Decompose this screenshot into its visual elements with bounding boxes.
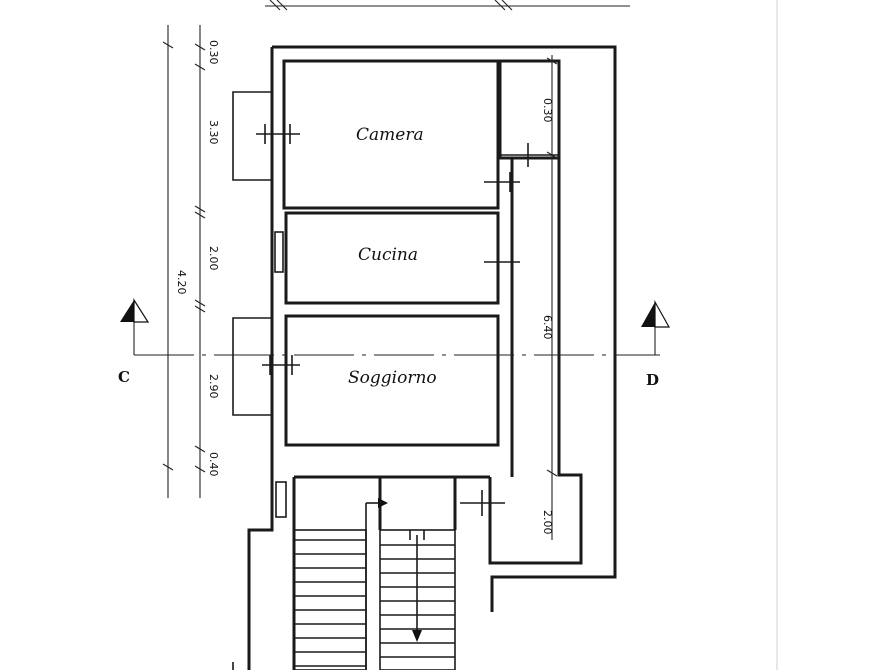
right-dimension-chain bbox=[546, 55, 558, 540]
dim-camera-segment: 3.30 bbox=[207, 120, 220, 145]
room-label-camera: Camera bbox=[356, 125, 424, 145]
dim-corridor-top: 0.30 bbox=[541, 98, 554, 123]
section-line bbox=[120, 297, 671, 356]
left-dimension-chain bbox=[162, 25, 206, 498]
outer-walls bbox=[232, 45, 617, 670]
dim-total-height: 4.20 bbox=[175, 270, 188, 295]
dim-top-segment: 0.30 bbox=[207, 40, 220, 65]
dim-corridor-bottom: 2.00 bbox=[541, 510, 554, 535]
balconies bbox=[232, 91, 287, 518]
dim-cucina-segment: 2.00 bbox=[207, 246, 220, 271]
room-label-cucina: Cucina bbox=[358, 245, 418, 265]
section-label-d: D bbox=[646, 371, 659, 389]
top-dimension-line bbox=[265, 0, 630, 11]
openings bbox=[256, 124, 560, 516]
room-label-soggiorno: Soggiorno bbox=[348, 368, 437, 388]
dim-corridor-length: 6.40 bbox=[541, 315, 554, 340]
staircase bbox=[293, 498, 456, 670]
dim-soggiorno-segment: 2.90 bbox=[207, 374, 220, 399]
room-walls bbox=[282, 59, 583, 670]
section-label-c: C bbox=[118, 368, 130, 386]
dim-bottom-segment: 0.40 bbox=[207, 452, 220, 477]
